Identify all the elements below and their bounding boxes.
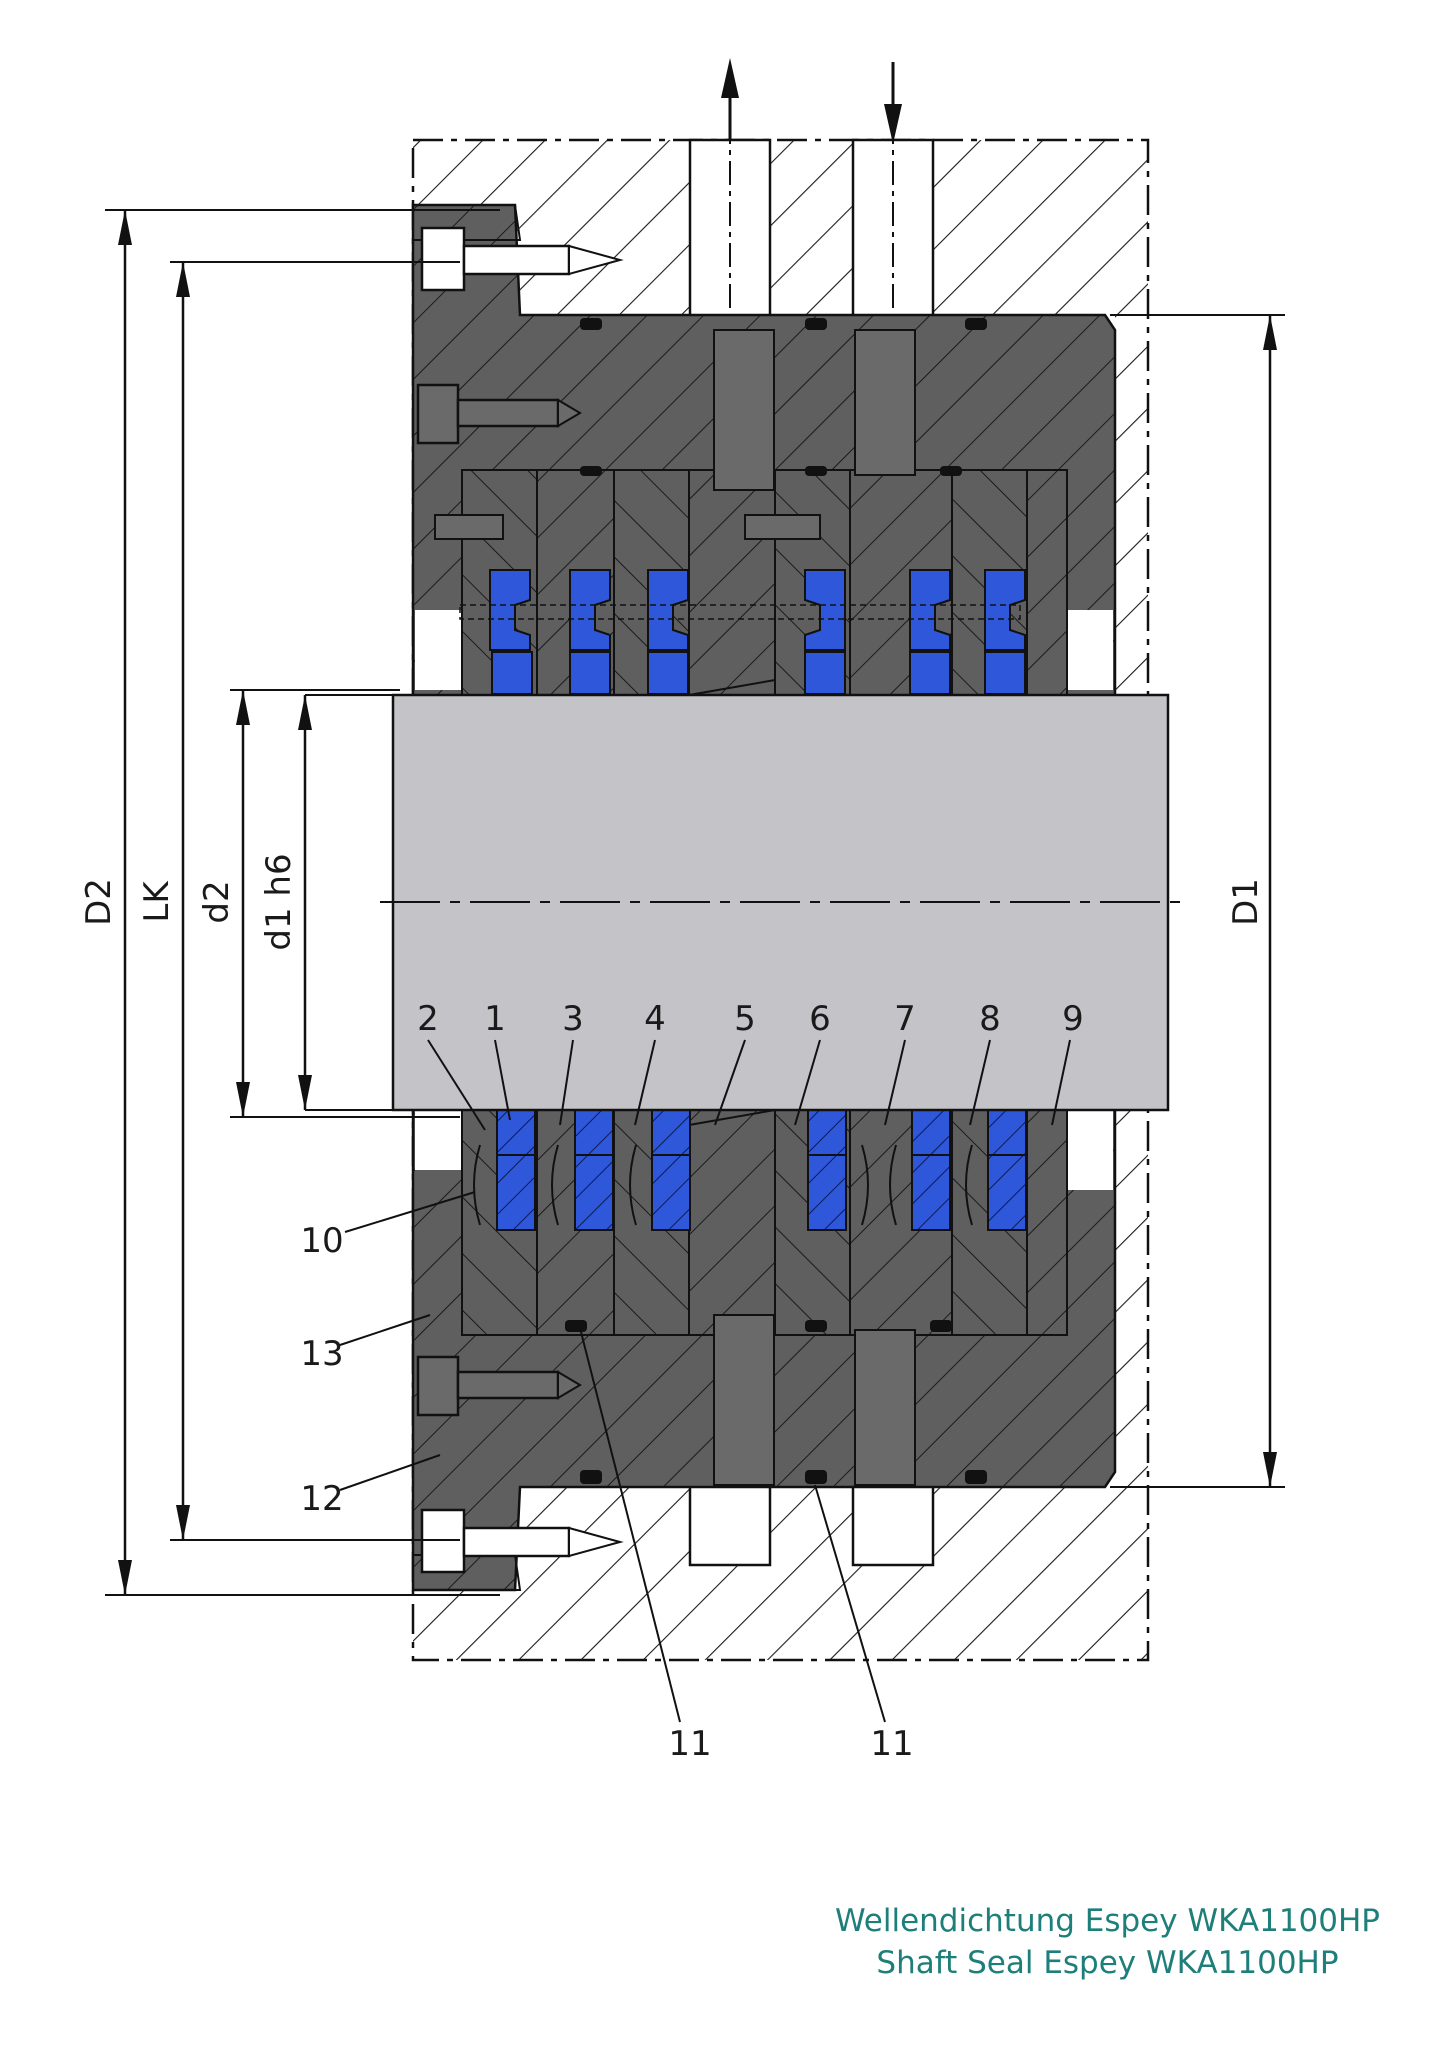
outflow-arrow <box>721 58 739 140</box>
part-number-13: 13 <box>300 1334 343 1374</box>
part-number-4: 4 <box>644 999 666 1039</box>
dim-label-d1-right: D1 <box>1226 878 1266 926</box>
seal-elements-upper <box>489 569 1026 695</box>
seal-elements-lower <box>473 1109 1027 1231</box>
dim-label-d1: d1 h6 <box>259 853 299 950</box>
inflow-arrow <box>884 62 902 144</box>
part-number-10: 10 <box>300 1221 343 1261</box>
part-number-9: 9 <box>1062 999 1084 1039</box>
dim-label-lk: LK <box>137 880 177 923</box>
dim-label-d2: d2 <box>197 880 237 923</box>
caption-line-german: Wellendichtung Espey WKA1100HP <box>834 1903 1380 1939</box>
drawing-caption: Wellendichtung Espey WKA1100HP Shaft Sea… <box>835 1900 1380 1984</box>
o-rings <box>565 318 987 1484</box>
part-number-6: 6 <box>809 999 831 1039</box>
shaft <box>380 693 1180 1112</box>
part-number-2: 2 <box>417 999 439 1039</box>
dim-label-d2-outer: D2 <box>79 878 119 926</box>
part-number-1: 1 <box>484 999 506 1039</box>
part-leaders <box>339 1039 1071 1723</box>
part-number-12: 12 <box>300 1479 343 1519</box>
caption-line-english: Shaft Seal Espey WKA1100HP <box>876 1945 1339 1981</box>
part-number-8: 8 <box>979 999 1001 1039</box>
dimension-lines <box>105 209 1285 1596</box>
part-number-7: 7 <box>894 999 916 1039</box>
part-number-11b: 11 <box>870 1724 913 1764</box>
part-number-3: 3 <box>562 999 584 1039</box>
part-number-5: 5 <box>734 999 756 1039</box>
part-numbers: 2 1 3 4 5 6 7 8 9 10 13 12 11 11 <box>300 999 1083 1764</box>
part-number-11a: 11 <box>668 1724 711 1764</box>
